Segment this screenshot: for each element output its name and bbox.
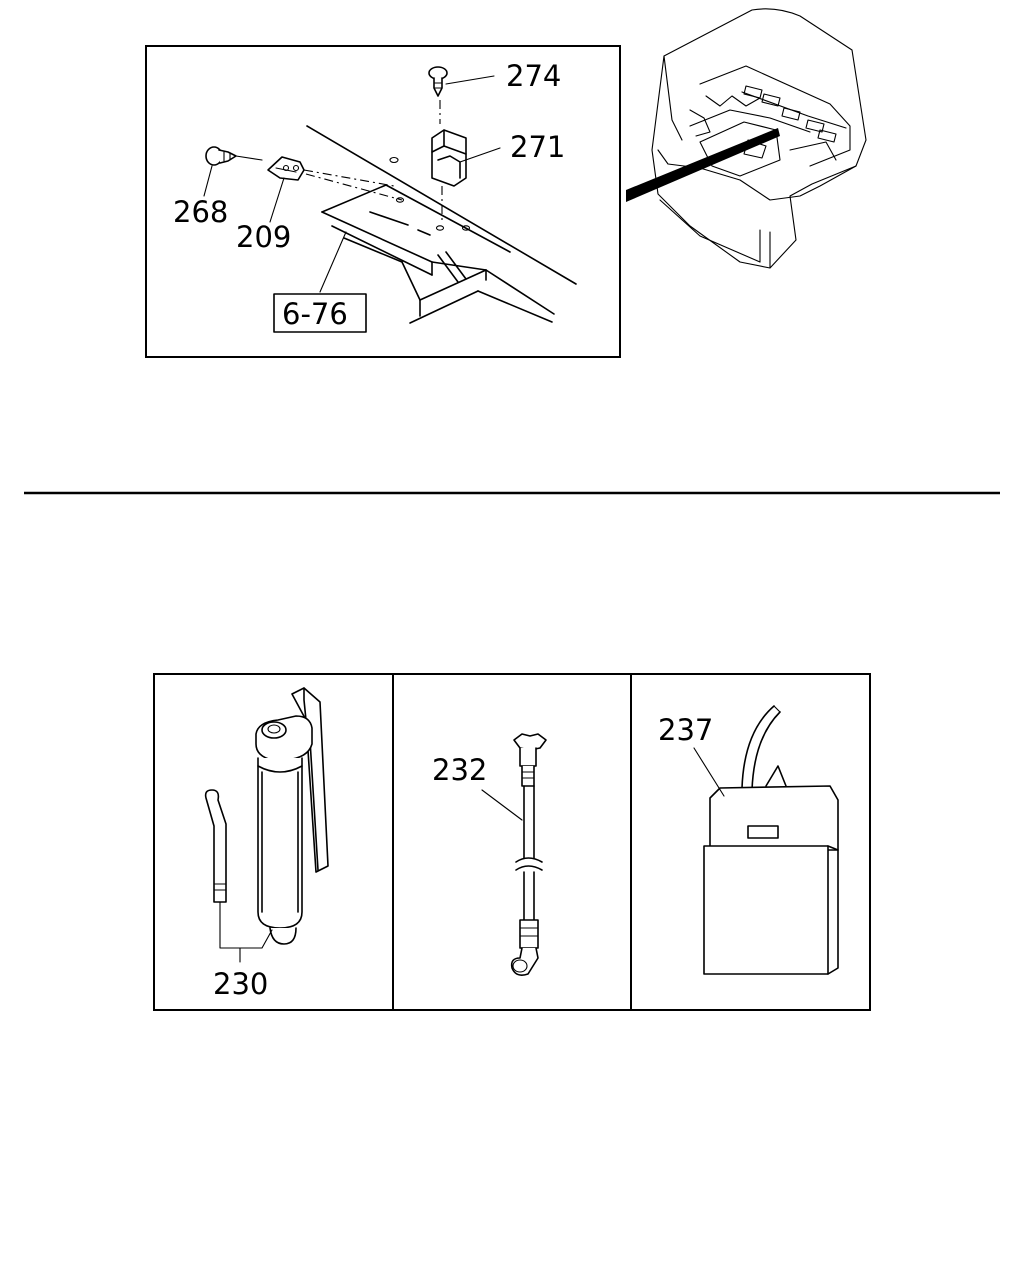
body-panel-drawing bbox=[306, 125, 577, 324]
clip-271-drawing bbox=[431, 129, 467, 224]
callout-230: 230 bbox=[213, 967, 268, 1001]
callout-268: 268 bbox=[173, 195, 228, 229]
callout-274: 274 bbox=[506, 59, 561, 93]
reference-label: 6-76 bbox=[282, 297, 348, 331]
tool-bag-drawing bbox=[693, 705, 839, 975]
callout-271: 271 bbox=[510, 130, 565, 164]
clip-209-drawing bbox=[267, 156, 403, 201]
extension-hose-drawing bbox=[481, 733, 547, 976]
upper-leaders bbox=[203, 75, 501, 293]
tool-panels: 230 232 bbox=[153, 673, 871, 1011]
screw-268-drawing bbox=[205, 146, 263, 166]
callout-237: 237 bbox=[658, 713, 713, 747]
vehicle-cab-overview bbox=[651, 8, 867, 269]
detail-pointer-wedge bbox=[626, 128, 780, 202]
callout-209: 209 bbox=[236, 220, 291, 254]
grease-gun-drawing bbox=[204, 687, 329, 963]
tool-panels-frame bbox=[153, 673, 871, 1011]
reference-box bbox=[273, 293, 367, 333]
callout-232: 232 bbox=[432, 753, 487, 787]
upper-detail-frame bbox=[145, 45, 621, 358]
upper-detail-panel: 274 271 268 209 6-76 bbox=[145, 45, 621, 358]
screw-274-drawing bbox=[428, 66, 448, 124]
